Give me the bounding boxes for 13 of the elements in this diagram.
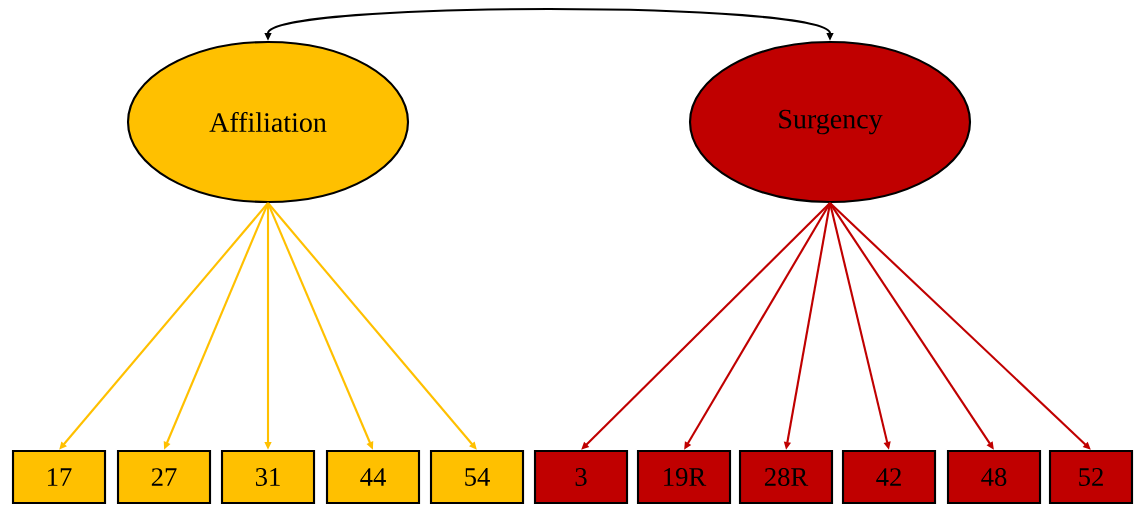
indicator-box: 31 <box>220 449 316 505</box>
indicator-box: 52 <box>1048 449 1134 505</box>
arrow <box>581 202 831 450</box>
arrow <box>829 202 1091 450</box>
indicator-box: 54 <box>429 449 525 505</box>
indicator-box: 44 <box>325 449 421 505</box>
indicator-box: 3 <box>533 449 629 505</box>
indicator-box: 28R <box>738 449 834 505</box>
indicator-box: 19R <box>636 449 732 505</box>
indicator-box: 27 <box>116 449 212 505</box>
indicator-box: 48 <box>946 449 1042 505</box>
indicator-box: 17 <box>11 449 107 505</box>
indicator-box: 42 <box>841 449 937 505</box>
